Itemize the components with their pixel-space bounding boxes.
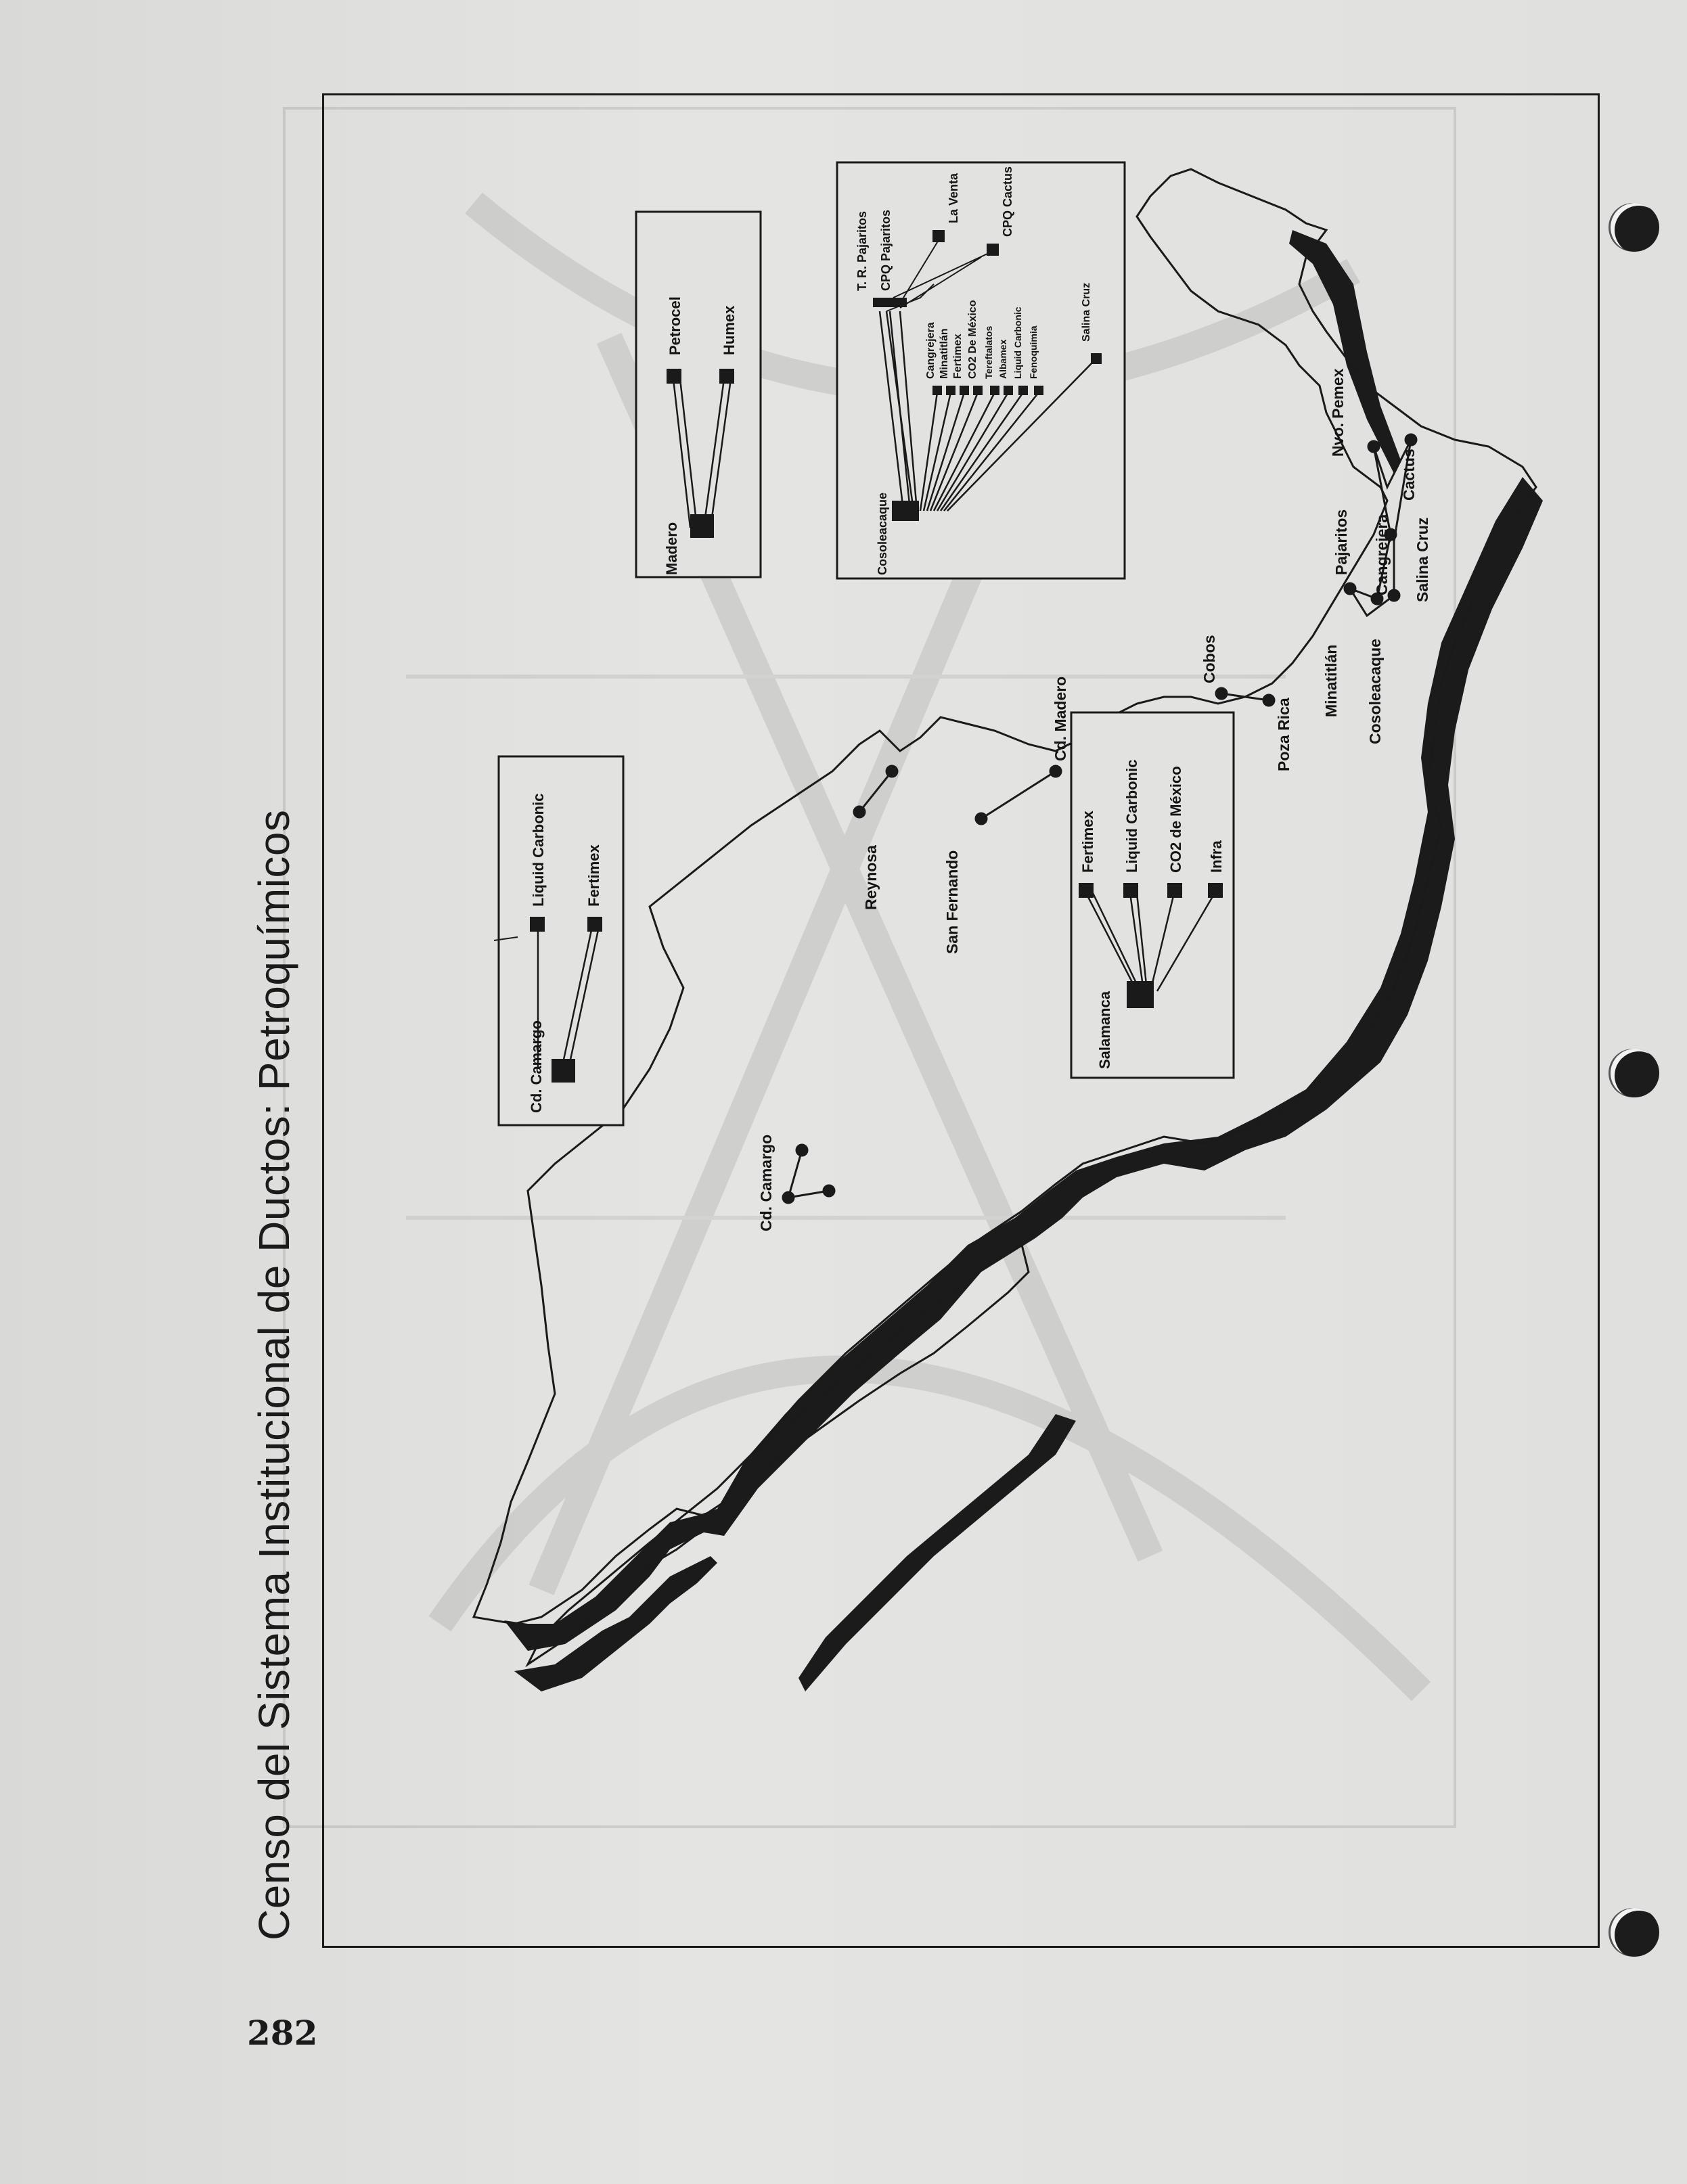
label-salina-cruz: Salina Cruz bbox=[1414, 518, 1431, 602]
inset-coatza-list-0: Cangrejera bbox=[925, 322, 937, 379]
baja-california-outline bbox=[525, 1243, 1030, 1668]
inset-salamanca-dest-0: Fertimex bbox=[1079, 811, 1096, 873]
label-nvo-pemex: Nvo. Pemex bbox=[1329, 368, 1347, 457]
mexico-outline bbox=[472, 168, 1537, 1625]
label-reynosa: Reynosa bbox=[862, 845, 880, 910]
label-cobos: Cobos bbox=[1200, 635, 1218, 683]
page-number: 282 bbox=[247, 2013, 318, 2053]
binder-hole-bottom bbox=[1611, 1908, 1659, 1957]
label-san-fernando: San Fernando bbox=[943, 850, 961, 954]
label-poza-rica: Poza Rica bbox=[1275, 698, 1292, 771]
label-minatitlan: Minatitlán bbox=[1322, 645, 1340, 717]
inset-salamanca-origin: Salamanca bbox=[1096, 991, 1113, 1069]
inset-coatza-origin: Cosoleacaque bbox=[876, 493, 889, 575]
inset-madero-dest2: Humex bbox=[721, 305, 738, 355]
label-cactus: Cactus bbox=[1400, 449, 1418, 501]
binder-hole-middle bbox=[1611, 1049, 1659, 1097]
inset-coatza-top-0: T. R. Pajaritos bbox=[855, 211, 869, 291]
inset-coatza-top-1: CPQ Pajaritos bbox=[879, 210, 893, 291]
inset-salamanca: Salamanca Fertimex Liquid Carbonic CO2 d… bbox=[1070, 711, 1235, 1079]
inset-cd-camargo: Cd. Camargo Liquid Carbonic Fertimex bbox=[493, 755, 625, 1127]
inset-salamanca-dest-1: Liquid Carbonic bbox=[1123, 760, 1140, 873]
binder-hole-top bbox=[1611, 203, 1659, 252]
inset-madero-origin: Madero bbox=[663, 522, 680, 575]
label-cd-madero: Cd. Madero bbox=[1052, 677, 1069, 761]
label-cd-camargo: Cd. Camargo bbox=[757, 1135, 775, 1231]
inset-coatza-list-5: Albamex bbox=[997, 339, 1008, 379]
inset-coatza-salina-cruz: Salina Cruz bbox=[1081, 283, 1092, 342]
pipeline-lines bbox=[782, 433, 1418, 1204]
city-labels: Cd. Camargo Reynosa San Fernando Cd. Mad… bbox=[757, 368, 1431, 1231]
inset-coatza-list-4: Tereftalatos bbox=[983, 325, 994, 379]
inset-salamanca-dest-2: CO2 de México bbox=[1167, 766, 1184, 873]
inset-camargo-origin: Cd. Camargo bbox=[528, 1020, 545, 1113]
inset-coatza-la-venta: La Venta bbox=[947, 173, 960, 223]
coast-shadow bbox=[504, 230, 1543, 1691]
inset-coatzacoalcos: Cosoleacaque T. R. Pajaritos CPQ Pajarit… bbox=[836, 161, 1126, 580]
label-cosoleacaque: Cosoleacaque bbox=[1366, 639, 1384, 744]
inset-salamanca-dest-3: Infra bbox=[1208, 840, 1225, 873]
figure-frame bbox=[322, 93, 1600, 1948]
inset-coatza-list-2: Fertimex bbox=[952, 334, 964, 379]
inset-camargo-dest1: Liquid Carbonic bbox=[530, 794, 547, 907]
inset-camargo-dest2: Fertimex bbox=[585, 844, 602, 907]
inset-madero-dest1: Petrocel bbox=[667, 296, 683, 355]
inset-coatza-cpq-cactus: CPQ Cactus bbox=[1001, 166, 1014, 237]
inset-madero: Madero Petrocel Humex bbox=[635, 210, 762, 578]
inset-coatza-list-6: Liquid Carbonic bbox=[1012, 306, 1023, 379]
inset-coatza-list-1: Minatitlán bbox=[939, 328, 950, 379]
inset-coatza-list-3: CO2 De México bbox=[967, 300, 979, 379]
label-pajaritos: Pajaritos bbox=[1332, 509, 1350, 575]
inset-coatza-list-7: Fenoquimia bbox=[1028, 325, 1039, 379]
label-cangrejera: Cangrejera bbox=[1373, 514, 1391, 595]
